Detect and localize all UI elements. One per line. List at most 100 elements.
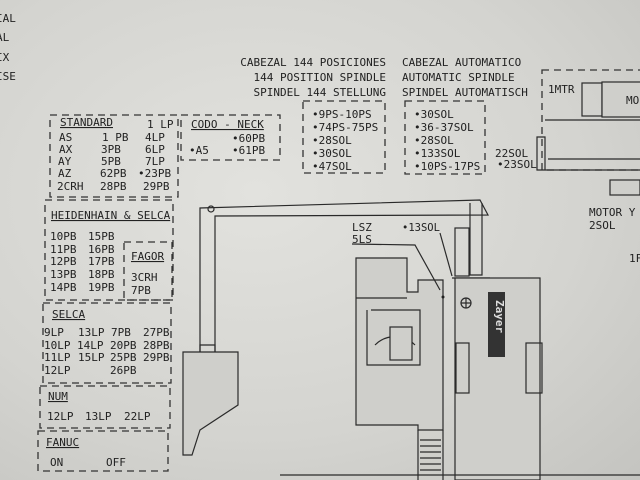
signal-item: •47SOL (312, 160, 352, 173)
fagor-box (123, 241, 173, 301)
cell: 5PB (101, 155, 121, 168)
selca-box (42, 302, 172, 384)
cell: 13LP (85, 410, 112, 423)
selca-rows: 9LP 13LP 7PB 27PB 10LP 14LP 20PB 28PB 11… (44, 326, 170, 377)
cell: 29PB (143, 351, 170, 364)
heading-line: 144 POSITION SPINDLE (254, 71, 386, 84)
cell: 10PB (50, 230, 77, 243)
heidenhain-rows: 10PB 15PB 11PB 16PB 12PB 17PB 13PB 18PB … (50, 230, 115, 294)
edge-label: AL (0, 31, 10, 44)
fanuc-title: FANUC (46, 436, 79, 449)
cell: 27PB (143, 326, 170, 339)
signal-item: •A5 (189, 144, 209, 157)
cell: 14LP (77, 339, 104, 352)
motor-label: MO (626, 94, 639, 107)
signal-item: •9PS-10PS (312, 108, 372, 121)
cell: 13LP (78, 326, 105, 339)
cell: 12LP (47, 410, 74, 423)
cell: 26PB (110, 364, 137, 377)
cell: 3CRH (131, 271, 158, 284)
sol-label: 22SOL (495, 147, 528, 160)
signal-item: •30SOL (312, 147, 352, 160)
spindle-144-box (302, 100, 386, 174)
cell: 16PB (88, 243, 115, 256)
signal-item: •133SOL (414, 147, 461, 160)
signal-item: •10PS-17PS (414, 160, 480, 173)
partial-label: 1F (629, 252, 640, 265)
signal-item: •30SOL (414, 108, 454, 121)
heading-line: SPINDEL AUTOMATISCH (402, 86, 528, 99)
heading-line: AUTOMATIC SPINDLE (402, 71, 515, 84)
edge-label: IX (0, 51, 10, 64)
cell: 25PB (110, 351, 137, 364)
signal-item: •74PS-75PS (312, 121, 378, 134)
sol-label: 2SOL (589, 219, 616, 232)
cell: 29PB (143, 180, 170, 193)
cell: 15LP (78, 351, 105, 364)
spindle-auto-heading: CABEZAL AUTOMATICO AUTOMATIC SPINDLE SPI… (402, 56, 528, 99)
cell: 11LP (44, 351, 71, 364)
edge-label: IAL (0, 12, 16, 25)
cell: 18PB (88, 268, 115, 281)
heading-line: SPINDEL 144 STELLUNG (254, 86, 386, 99)
zayer-logo: Zayer (488, 292, 506, 357)
cell: 2CRH (57, 180, 84, 193)
limit-switch-label: 5LS (352, 233, 372, 246)
num-box (39, 385, 171, 429)
heidenhain-box (44, 199, 174, 301)
sol-label: •23SOL (497, 158, 537, 171)
logo-text: Zayer (493, 300, 506, 333)
sol-label: •13SOL (402, 222, 440, 234)
cell: 7PB (111, 326, 131, 339)
cell: 12LP (44, 364, 71, 377)
codo-neck-title: CODO - NECK (191, 118, 264, 131)
cell: 6LP (145, 143, 165, 156)
signal-item: •28SOL (312, 134, 352, 147)
cell: 7LP (145, 155, 165, 168)
cell: 3PB (101, 143, 121, 156)
cell: •23PB (138, 167, 171, 180)
cell: 7PB (131, 284, 151, 297)
cell: 17PB (88, 255, 115, 268)
standard-title: STANDARD (60, 116, 113, 129)
cell: ON (50, 456, 63, 469)
cell: 28PB (100, 180, 127, 193)
cell: AX (59, 143, 73, 156)
codo-neck-box (180, 114, 281, 161)
cut-off-labels: IAL AL IX ISE (0, 12, 16, 83)
limit-switch-label: LSZ (352, 221, 372, 234)
selca-title: SELCA (52, 308, 85, 321)
cell: 28PB (143, 339, 170, 352)
spindle-auto-items: •30SOL •36-37SOL •28SOL •133SOL •10PS-17… (414, 108, 480, 173)
standard-box (49, 114, 179, 198)
motor-box (541, 69, 640, 171)
spindle-144-items: •9PS-10PS •74PS-75PS •28SOL •30SOL •47SO… (312, 108, 378, 173)
cell: 14PB (50, 281, 77, 294)
cell: 15PB (88, 230, 115, 243)
standard-rows: 1 LP AS 1 PB 4LP AX 3PB 6LP AY 5PB 7LP A… (57, 118, 174, 193)
cell: 22LP (124, 410, 151, 423)
signal-item: •61PB (232, 144, 265, 157)
cell: 19PB (88, 281, 115, 294)
spindle-144-heading: CABEZAL 144 POSICIONES 144 POSITION SPIN… (240, 56, 386, 99)
signal-item: •28SOL (414, 134, 454, 147)
cell: 10LP (44, 339, 71, 352)
cell: 1 PB (102, 131, 129, 144)
edge-label: ISE (0, 70, 16, 83)
spindle-auto-box (404, 100, 486, 175)
cell: 4LP (145, 131, 165, 144)
cell: AY (58, 155, 72, 168)
cell: OFF (106, 456, 126, 469)
cell: 12PB (50, 255, 77, 268)
heading-line: CABEZAL AUTOMATICO (402, 56, 521, 69)
cell: 1 LP (147, 118, 174, 131)
fanuc-box (37, 430, 169, 472)
cell: 13PB (50, 268, 77, 281)
cell: 9LP (44, 326, 64, 339)
motor-label: MOTOR Y (589, 206, 636, 219)
fagor-title: FAGOR (131, 250, 164, 263)
num-title: NUM (48, 390, 68, 403)
cell: 11PB (50, 243, 77, 256)
